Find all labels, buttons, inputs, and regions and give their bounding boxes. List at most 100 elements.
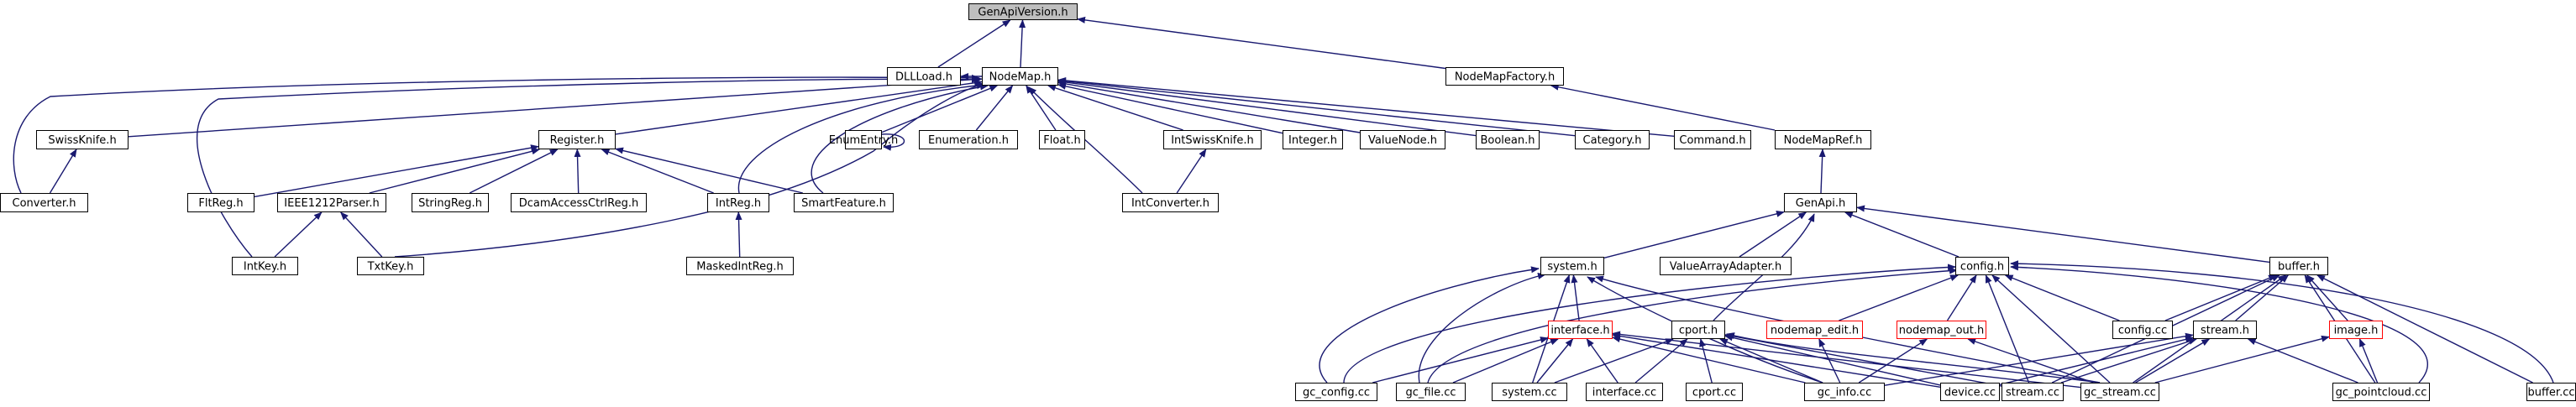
node-config_h[interactable]: config.h bbox=[1955, 257, 2009, 275]
node-float[interactable]: Float.h bbox=[1039, 130, 1085, 149]
edge-config_cc-to-buffer_h bbox=[2164, 274, 2278, 321]
node-enumentry[interactable]: EnumEntry.h bbox=[829, 130, 898, 149]
node-box-stream_h bbox=[2193, 321, 2257, 339]
edge-boolean-to-nodemap bbox=[1057, 79, 1477, 137]
node-interface_cc[interactable]: interface.cc bbox=[1586, 383, 1663, 401]
node-valuenode[interactable]: ValueNode.h bbox=[1360, 130, 1445, 149]
node-ieee1212parser[interactable]: IEEE1212Parser.h bbox=[277, 193, 386, 212]
node-box-system_h bbox=[1540, 257, 1604, 275]
node-txtkey[interactable]: TxtKey.h bbox=[357, 257, 424, 275]
node-box-cport_h bbox=[1671, 321, 1725, 339]
node-cport_h[interactable]: cport.h bbox=[1671, 321, 1725, 339]
node-nodemap_edit[interactable]: nodemap_edit.h bbox=[1766, 321, 1863, 339]
edge-converter-to-nodemap bbox=[13, 74, 980, 194]
node-command[interactable]: Command.h bbox=[1674, 130, 1751, 149]
node-enumeration[interactable]: Enumeration.h bbox=[919, 130, 1018, 149]
node-label-stream_cc: stream.cc bbox=[2006, 387, 2059, 399]
node-label-system_h: system.h bbox=[1547, 261, 1597, 274]
node-system_h[interactable]: system.h bbox=[1540, 257, 1604, 275]
edge-interface_cc-to-cport_h bbox=[1634, 338, 1688, 384]
node-nodemapfactory[interactable]: NodeMapFactory.h bbox=[1445, 67, 1564, 86]
node-box-dcamaccessctrlreg bbox=[511, 193, 647, 212]
edge-buffer_h-to-genapi bbox=[1856, 205, 2270, 264]
node-register[interactable]: Register.h bbox=[538, 130, 616, 149]
node-box-gc_pointcloud bbox=[2332, 383, 2430, 401]
node-nodemapref[interactable]: NodeMapRef.h bbox=[1775, 130, 1871, 149]
node-label-nodemap: NodeMap.h bbox=[989, 71, 1052, 84]
node-integer[interactable]: Integer.h bbox=[1283, 130, 1343, 149]
edge-valuenode-to-nodemap bbox=[1057, 81, 1361, 133]
node-nodemap_out[interactable]: nodemap_out.h bbox=[1897, 321, 1986, 339]
node-swissknife[interactable]: SwissKnife.h bbox=[36, 130, 129, 149]
node-box-valuearrayadapter bbox=[1660, 257, 1792, 275]
node-intconverter[interactable]: IntConverter.h bbox=[1122, 193, 1219, 212]
edge-device_cc-to-stream_h bbox=[1999, 336, 2194, 385]
node-dcamaccessctrlreg[interactable]: DcamAccessCtrlReg.h bbox=[511, 193, 647, 212]
node-stream_cc[interactable]: stream.cc bbox=[2002, 383, 2064, 401]
node-box-gc_file bbox=[1396, 383, 1466, 401]
edge-gc_stream-to-stream_h bbox=[2135, 338, 2211, 384]
node-boolean[interactable]: Boolean.h bbox=[1476, 130, 1540, 149]
edge-gc_info-to-cport_h bbox=[1718, 338, 1823, 384]
node-genapi[interactable]: GenApi.h bbox=[1784, 193, 1857, 212]
node-valuearrayadapter[interactable]: ValueArrayAdapter.h bbox=[1660, 257, 1792, 275]
node-category[interactable]: Category.h bbox=[1575, 130, 1650, 149]
edge-smartfeature-to-register bbox=[615, 147, 803, 194]
node-label-stringreg: StringReg.h bbox=[418, 197, 482, 210]
node-intswissknife[interactable]: IntSwissKnife.h bbox=[1163, 130, 1262, 149]
edge-nodemapref-to-nodemapfactory bbox=[1550, 83, 1776, 131]
node-box-converter bbox=[0, 193, 88, 212]
node-label-buffer_h: buffer.h bbox=[2278, 261, 2320, 274]
node-converter[interactable]: Converter.h bbox=[0, 193, 88, 212]
edge-integer-to-nodemap bbox=[1057, 82, 1283, 134]
node-gc_info[interactable]: gc_info.cc bbox=[1804, 383, 1885, 401]
edge-gc_stream-to-cport_h bbox=[1726, 332, 2101, 384]
node-label-txtkey: TxtKey.h bbox=[367, 261, 414, 274]
node-dllload[interactable]: DLLLoad.h bbox=[887, 67, 961, 86]
node-box-swissknife bbox=[36, 130, 129, 149]
node-system_cc[interactable]: system.cc bbox=[1492, 383, 1567, 401]
node-interface_h[interactable]: interface.h bbox=[1548, 321, 1613, 339]
edge-intkey-to-ieee1212parser bbox=[274, 211, 323, 258]
node-stringreg[interactable]: StringReg.h bbox=[412, 193, 489, 212]
node-label-ieee1212parser: IEEE1212Parser.h bbox=[284, 197, 379, 210]
node-label-nodemapfactory: NodeMapFactory.h bbox=[1455, 71, 1555, 84]
edge-gc_info-to-interface_h bbox=[1612, 336, 1806, 384]
node-device_cc[interactable]: device.cc bbox=[1940, 383, 2000, 401]
node-image_h[interactable]: image.h bbox=[2329, 321, 2383, 339]
node-nodemap[interactable]: NodeMap.h bbox=[982, 67, 1058, 86]
node-box-stream_cc bbox=[2002, 383, 2064, 401]
node-buffer_cc[interactable]: buffer.cc bbox=[2526, 383, 2576, 401]
node-label-genapi: GenApi.h bbox=[1796, 197, 1845, 210]
node-box-ieee1212parser bbox=[277, 193, 386, 212]
node-box-float bbox=[1039, 130, 1085, 149]
edge-nodemap-to-genapiversion bbox=[1019, 19, 1026, 68]
node-label-intreg: IntReg.h bbox=[716, 197, 761, 210]
node-cport_cc[interactable]: cport.cc bbox=[1686, 383, 1743, 401]
node-box-maskedintreg bbox=[686, 257, 794, 275]
node-gc_file[interactable]: gc_file.cc bbox=[1396, 383, 1466, 401]
edge-device_cc-to-cport_h bbox=[1724, 334, 1941, 386]
node-intreg[interactable]: IntReg.h bbox=[707, 193, 769, 212]
node-genapiversion[interactable]: GenApiVersion.h bbox=[968, 3, 1078, 20]
node-config_cc[interactable]: config.cc bbox=[2112, 321, 2173, 339]
node-box-gc_config bbox=[1295, 383, 1377, 401]
node-gc_stream[interactable]: gc_stream.cc bbox=[2080, 383, 2159, 401]
node-stream_h[interactable]: stream.h bbox=[2193, 321, 2257, 339]
edge-category-to-nodemap bbox=[1057, 77, 1576, 137]
edge-command-to-nodemap bbox=[1057, 77, 1675, 137]
node-box-genapi bbox=[1784, 193, 1857, 212]
node-maskedintreg[interactable]: MaskedIntReg.h bbox=[686, 257, 794, 275]
edge-gc_info-to-nodemap_edit bbox=[1818, 338, 1841, 384]
node-fltreg[interactable]: FltReg.h bbox=[187, 193, 254, 212]
edge-buffer_cc-to-buffer_h bbox=[2316, 274, 2533, 384]
node-gc_pointcloud[interactable]: gc_pointcloud.cc bbox=[2332, 383, 2430, 401]
node-label-maskedintreg: MaskedIntReg.h bbox=[696, 261, 784, 274]
node-intkey[interactable]: IntKey.h bbox=[232, 257, 298, 275]
node-buffer_h[interactable]: buffer.h bbox=[2269, 257, 2328, 275]
node-smartfeature[interactable]: SmartFeature.h bbox=[794, 193, 894, 212]
node-box-cport_cc bbox=[1686, 383, 1743, 401]
edge-intreg-to-register bbox=[601, 149, 714, 194]
edge-intkey-to-nodemap bbox=[196, 76, 980, 258]
node-gc_config[interactable]: gc_config.cc bbox=[1295, 383, 1377, 401]
